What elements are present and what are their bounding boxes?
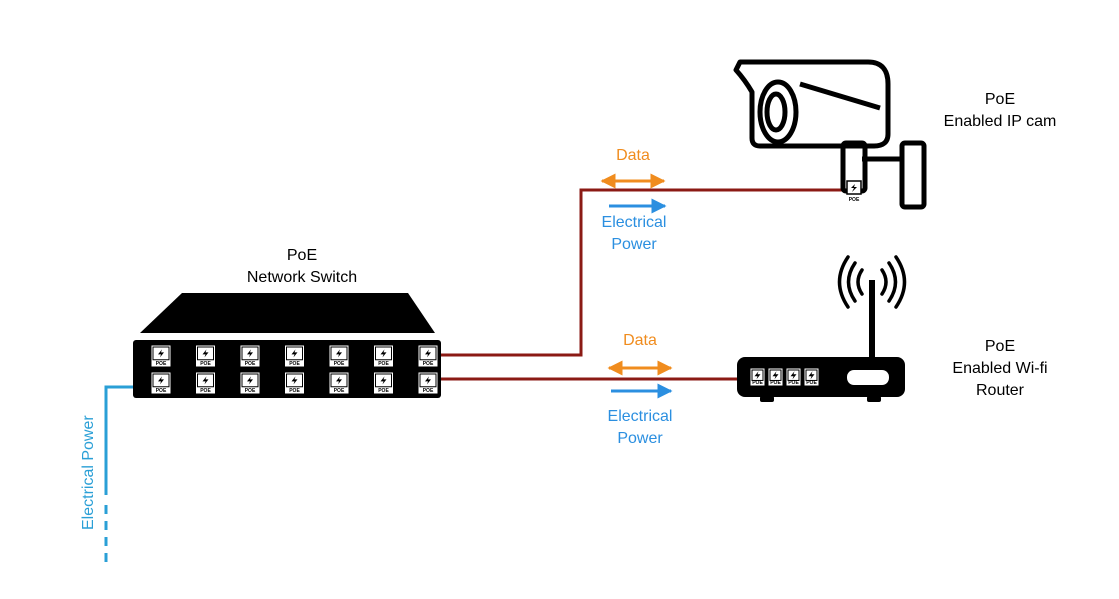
port-label: POE [334, 361, 345, 367]
switch-title: PoE Network Switch [232, 245, 372, 289]
camera-data-label: Data [616, 147, 650, 164]
port-label: POE [770, 380, 781, 386]
mains-power-line [104, 385, 133, 562]
router-title-line3: Router [975, 382, 1025, 399]
poe-switch: POE POE POE POE POE POE POE POE POE POE POE POE POE P… [133, 293, 441, 398]
switch-title-line2: Network Switch [246, 269, 358, 286]
router-data-label: Data [623, 332, 657, 349]
port-label: POE [806, 380, 817, 386]
router-power-line2: Power [617, 430, 663, 447]
port-label: POE [289, 361, 300, 367]
camera-power-line1: Electrical [601, 214, 667, 231]
camera-title-line1: PoE [984, 91, 1016, 108]
switch-port: POE [239, 344, 261, 368]
port-label: POE [423, 361, 434, 367]
port-label: POE [378, 361, 389, 367]
camera-power-label: Electrical Power [588, 212, 680, 256]
switch-port: POE [417, 344, 439, 368]
switch-port: POE [284, 344, 305, 368]
port-label: POE [289, 388, 300, 394]
router-title: PoE Enabled Wi-fi Router [930, 336, 1070, 402]
wifi-router-icon: POE POE POE POE [737, 255, 907, 402]
router-port: POE [767, 367, 784, 387]
port-label: POE [156, 388, 167, 394]
port-label: POE [334, 388, 345, 394]
switch-port: POE [328, 344, 350, 368]
switch-ports: POE POE POE POE POE POE POE POE POE POE POE POE POE P… [150, 344, 439, 395]
router-ports: POE POE POE POE [749, 367, 820, 387]
switch-port: POE [328, 371, 350, 395]
camera-power-line2: Power [611, 236, 657, 253]
port-label: POE [245, 361, 256, 367]
mains-power-label: Electrical Power [80, 415, 97, 530]
router-port: POE [749, 367, 766, 387]
port-label: POE [200, 361, 211, 367]
switch-port: POE [373, 371, 394, 395]
switch-title-line1: PoE [286, 247, 318, 264]
router-port: POE [785, 367, 802, 387]
port-label: POE [423, 388, 434, 394]
switch-port: POE [239, 371, 261, 395]
router-power-line1: Electrical [607, 408, 673, 425]
switch-port: POE [195, 371, 216, 395]
switch-port: POE [195, 344, 216, 368]
switch-port: POE [373, 344, 394, 368]
switch-port: POE [417, 371, 439, 395]
cable-to-camera [440, 188, 848, 357]
camera-title-line2: Enabled IP cam [943, 113, 1057, 130]
port-label: POE [245, 388, 256, 394]
port-label: POE [752, 380, 763, 386]
switch-port: POE [150, 371, 172, 395]
ip-camera-icon [733, 59, 927, 210]
camera-port: POE [846, 180, 862, 203]
router-title-line2: Enabled Wi-fi [952, 360, 1048, 377]
svg-text:POE: POE [849, 197, 860, 203]
switch-port: POE [284, 371, 305, 395]
router-title-line1: PoE [984, 338, 1016, 355]
switch-port: POE [150, 344, 172, 368]
router-power-label: Electrical Power [594, 406, 686, 450]
router-port: POE [803, 367, 820, 387]
port-label: POE [788, 380, 799, 386]
port-label: POE [156, 361, 167, 367]
camera-title: PoE Enabled IP cam [930, 89, 1070, 133]
port-label: POE [200, 388, 211, 394]
port-label: POE [378, 388, 389, 394]
